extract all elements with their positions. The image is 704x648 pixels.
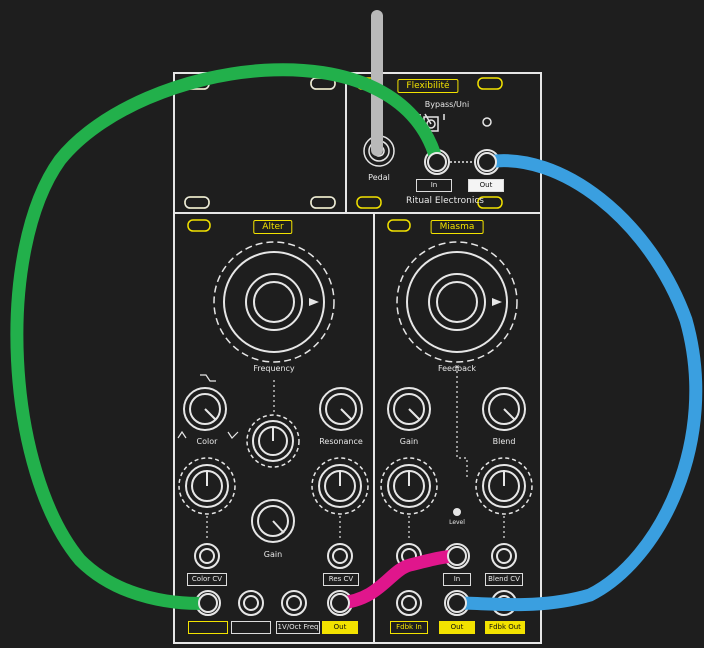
voct-jack[interactable] bbox=[281, 590, 307, 616]
color-knob[interactable] bbox=[183, 387, 227, 431]
alter-gain-label: Gain bbox=[263, 550, 283, 559]
alter-title: Alter bbox=[253, 220, 293, 234]
miasma-gain-knob[interactable] bbox=[387, 387, 431, 431]
pedal-label: Pedal bbox=[368, 173, 390, 182]
led bbox=[482, 117, 492, 127]
level-trim[interactable] bbox=[453, 508, 461, 516]
miasma-atten-2[interactable] bbox=[482, 464, 526, 508]
color-atten-knob[interactable] bbox=[185, 464, 229, 508]
res-cv-label: Res CV bbox=[323, 573, 359, 586]
color-label: Color bbox=[196, 437, 218, 446]
res-atten-knob[interactable] bbox=[318, 464, 362, 508]
feedback-label: Feedback bbox=[437, 364, 477, 373]
green-cable[interactable] bbox=[10, 63, 444, 610]
alter-out-label: Out bbox=[322, 621, 358, 634]
flexibilite-title: Flexibilité bbox=[397, 79, 459, 93]
blue-cable[interactable] bbox=[450, 154, 703, 612]
alter-port-label-2 bbox=[231, 621, 271, 634]
miasma-panel bbox=[373, 212, 542, 644]
level-label: Level bbox=[449, 519, 465, 526]
color-cv-jack[interactable] bbox=[194, 543, 220, 569]
blend-cv-label: Blend CV bbox=[485, 573, 523, 586]
blend-cv-jack[interactable] bbox=[491, 543, 517, 569]
alter-gain-knob[interactable] bbox=[251, 499, 295, 543]
magenta-cable[interactable] bbox=[333, 549, 464, 610]
miasma-title: Miasma bbox=[430, 220, 484, 234]
voct-label: 1V/Oct Freq bbox=[276, 621, 320, 634]
alter-jack-2[interactable] bbox=[238, 590, 264, 616]
miasma-out-label: Out bbox=[439, 621, 475, 634]
resonance-knob[interactable] bbox=[319, 387, 363, 431]
bypass-label: Bypass/Uni bbox=[424, 100, 470, 109]
resonance-label: Resonance bbox=[319, 437, 363, 446]
frequency-knob[interactable] bbox=[223, 251, 325, 353]
miasma-atten-1[interactable] bbox=[387, 464, 431, 508]
center-knob[interactable] bbox=[252, 420, 294, 462]
flex-out-label: Out bbox=[468, 179, 504, 192]
feedback-knob[interactable] bbox=[406, 251, 508, 353]
color-cv-label: Color CV bbox=[187, 573, 227, 586]
blank-panel bbox=[173, 72, 347, 214]
brand-label: Ritual Electronics bbox=[406, 196, 484, 206]
alter-port-label-1 bbox=[188, 621, 228, 634]
frequency-label: Frequency bbox=[253, 364, 295, 373]
fdbk-in-jack[interactable] bbox=[396, 590, 422, 616]
blend-knob[interactable] bbox=[482, 387, 526, 431]
fdbk-in-label: Fdbk In bbox=[390, 621, 428, 634]
fdbk-out-label: Fdbk Out bbox=[485, 621, 525, 634]
res-cv-jack[interactable] bbox=[327, 543, 353, 569]
flex-in-label: In bbox=[416, 179, 452, 192]
miasma-gain-label: Gain bbox=[399, 437, 419, 446]
blend-label: Blend bbox=[492, 437, 516, 446]
flex-screw-tr bbox=[477, 77, 503, 90]
frequency-ring bbox=[213, 241, 335, 363]
miasma-in-label: In bbox=[443, 573, 471, 586]
